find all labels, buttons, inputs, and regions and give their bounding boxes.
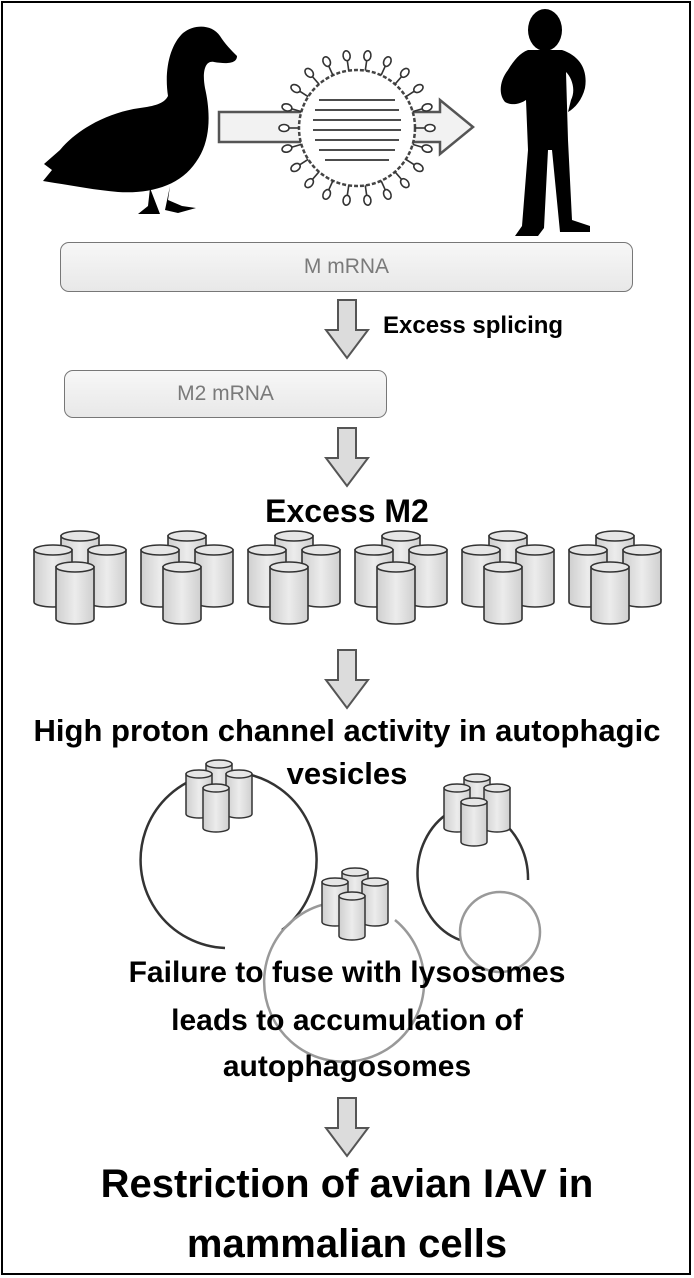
virus-spike-head xyxy=(304,67,315,79)
virus-spike-head xyxy=(281,144,293,154)
m2-mrna-label: M2 mRNA xyxy=(177,382,274,405)
virus-spike-head xyxy=(290,83,302,94)
proton-activity-line1: High proton channel activity in autophag… xyxy=(33,713,661,748)
virus-spike-head xyxy=(382,188,392,200)
proton-activity-line2: vesicles xyxy=(286,756,408,791)
arrow-to-restriction xyxy=(325,1097,369,1157)
virus-spike-head xyxy=(421,144,433,154)
fusion-failure-line1: Failure to fuse with lysosomes xyxy=(128,956,566,989)
m-mrna-box: M mRNA xyxy=(60,242,633,292)
m2-channel-icon xyxy=(34,531,126,624)
m2-channel-icon xyxy=(355,531,447,624)
virus-spike-head xyxy=(281,102,293,112)
arrow-to-activity xyxy=(325,649,369,709)
m2-mrna-box: M2 mRNA xyxy=(64,370,387,418)
virus-spike-head xyxy=(304,177,315,189)
virus-spike-head xyxy=(424,123,436,133)
excess-m2-label: Excess M2 xyxy=(265,493,429,529)
excess-splicing-label: Excess splicing xyxy=(383,312,564,339)
fusion-failure-line3: autophagosomes xyxy=(222,1050,472,1083)
m2-channel-icon xyxy=(248,531,340,624)
virus-spike-head xyxy=(412,162,424,173)
arrow-to-m2 xyxy=(325,427,369,487)
m-mrna-label: M mRNA xyxy=(303,255,390,278)
virus-spike-head xyxy=(399,67,410,79)
virus-spike-head xyxy=(412,83,424,94)
virus-spike-head xyxy=(399,177,410,189)
m2-channel-icon xyxy=(462,531,554,624)
virus-spike-head xyxy=(363,194,372,207)
virus-spike-head xyxy=(322,188,332,200)
duck-silhouette-icon xyxy=(43,26,237,214)
virus-spike-head xyxy=(342,49,351,62)
autophagic-vesicle-right xyxy=(416,774,530,942)
fusion-failure-line2: leads to accumulation of xyxy=(171,1004,523,1037)
m2-channel-icon xyxy=(569,531,661,624)
virus-spike-head xyxy=(382,56,392,68)
virus-spike-head xyxy=(322,56,332,68)
lysosome xyxy=(458,890,542,974)
conclusion-line1: Restriction of avian IAV in xyxy=(100,1162,594,1206)
virus-spike-head xyxy=(421,102,433,112)
conclusion-line2: mammalian cells xyxy=(186,1222,508,1266)
human-silhouette-icon xyxy=(500,9,590,236)
virus-spike-head xyxy=(278,123,290,133)
autophagic-vesicle-center xyxy=(262,868,426,1063)
virus-spike-head xyxy=(363,49,372,62)
m2-channel-icon xyxy=(141,531,233,624)
arrow-splicing xyxy=(325,299,369,359)
m2-channel-row xyxy=(34,531,661,624)
influenza-virus-icon xyxy=(278,49,436,207)
virus-spike-head xyxy=(342,194,351,207)
virus-spike-head xyxy=(290,162,302,173)
autophagic-vesicle-left xyxy=(139,760,318,950)
